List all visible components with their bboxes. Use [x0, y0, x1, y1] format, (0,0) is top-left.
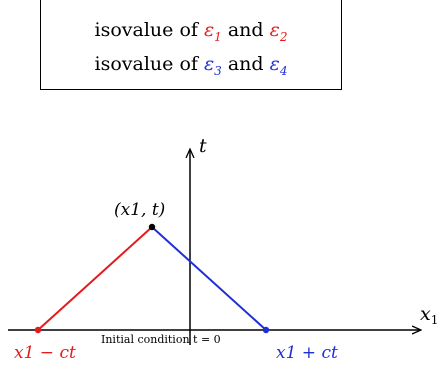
- right-characteristic: [151, 226, 267, 331]
- apex-point: [148, 223, 156, 231]
- legend-line-1: isovalue of ε1 and ε2: [41, 19, 341, 44]
- legend-and: and: [221, 19, 270, 41]
- right-point: [262, 326, 270, 334]
- epsilon-1: ε1: [203, 19, 222, 44]
- legend-text: isovalue of: [94, 53, 204, 75]
- x-axis-label: x1: [420, 303, 438, 327]
- t-axis-label: t: [199, 135, 207, 157]
- apex-label: (x1, t): [114, 200, 165, 220]
- legend-line-2: isovalue of ε3 and ε4: [41, 53, 341, 78]
- left-point: [34, 326, 42, 334]
- left-label: x1 − ct: [14, 343, 76, 363]
- epsilon-3: ε3: [203, 53, 222, 78]
- legend-box: isovalue of ε1 and ε2 isovalue of ε3 and…: [40, 0, 342, 90]
- initial-condition-label: Initial condition t = 0: [101, 333, 221, 346]
- epsilon-2: ε2: [269, 19, 288, 44]
- legend-and: and: [221, 53, 270, 75]
- legend-text: isovalue of: [94, 19, 204, 41]
- left-characteristic: [37, 226, 153, 331]
- right-label: x1 + ct: [276, 343, 338, 363]
- epsilon-4: ε4: [269, 53, 288, 78]
